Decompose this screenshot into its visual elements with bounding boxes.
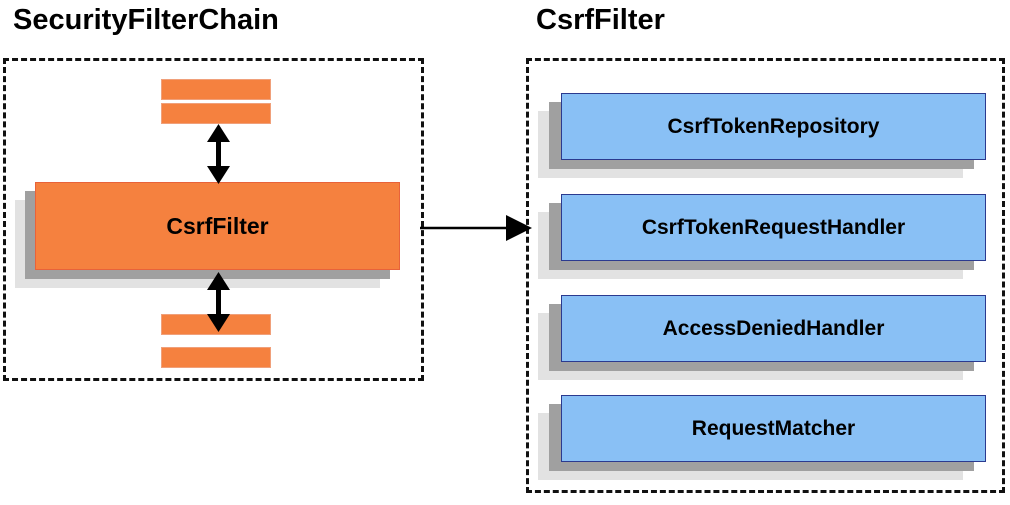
group-panel-csrf-filter-detail	[526, 58, 1005, 493]
node-csrffilter[interactable]: CsrfFilter	[35, 182, 400, 270]
connector-arrow-csrffilter-to-detail	[420, 212, 532, 244]
page-title-csrf-filter: CsrfFilter	[536, 4, 665, 36]
filter-stub-bar-above-1	[161, 79, 271, 100]
node-csrf-token-repository[interactable]: CsrfTokenRepository	[561, 93, 986, 160]
node-csrf-token-request-handler[interactable]: CsrfTokenRequestHandler	[561, 194, 986, 261]
filter-stub-bar-below-2	[161, 347, 271, 368]
node-csrf-token-request-handler-label: CsrfTokenRequestHandler	[641, 215, 906, 239]
arrow-up-down-above-csrffilter	[203, 124, 234, 184]
page-title-security-filter-chain: SecurityFilterChain	[13, 4, 279, 36]
node-csrffilter-label: CsrfFilter	[166, 212, 269, 239]
arrow-up-down-below-csrffilter	[203, 272, 234, 332]
node-access-denied-handler[interactable]: AccessDeniedHandler	[561, 295, 986, 362]
node-request-matcher-label: RequestMatcher	[691, 416, 856, 440]
node-request-matcher[interactable]: RequestMatcher	[561, 395, 986, 462]
group-panel-security-filter-chain	[3, 58, 424, 381]
node-access-denied-handler-label: AccessDeniedHandler	[662, 316, 885, 340]
filter-stub-bar-above-2	[161, 103, 271, 124]
node-csrf-token-repository-label: CsrfTokenRepository	[667, 114, 880, 138]
